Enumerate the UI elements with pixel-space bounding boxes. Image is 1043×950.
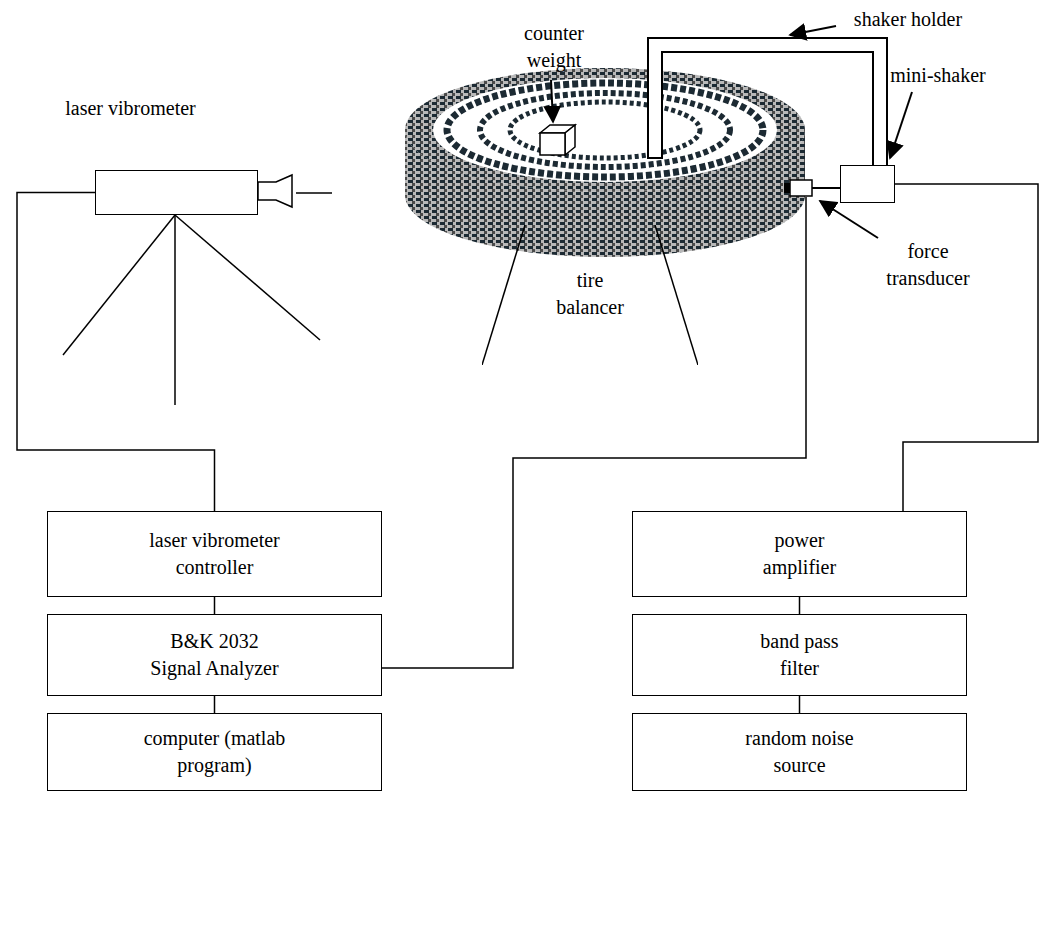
balancer-leg	[482, 225, 525, 365]
leader-arrow	[790, 26, 836, 35]
box-label: B&K 2032 Signal Analyzer	[146, 628, 284, 682]
signal-cable	[17, 193, 215, 512]
tire-balancer: tire balancer	[482, 225, 698, 365]
shaker-holder	[648, 38, 887, 166]
instrument-box: band pass filter	[632, 614, 967, 696]
part-callout: counter weight	[512, 20, 596, 74]
counter-weight	[565, 125, 575, 155]
leader-arrow	[890, 92, 912, 158]
balancer-outline	[482, 225, 698, 365]
vibrometer-lens	[258, 175, 292, 207]
tire-ring	[510, 102, 700, 158]
signal-cable	[895, 184, 1038, 511]
part-label: mini-shaker	[883, 62, 993, 89]
vibrometer-head: laser vibrometer	[95, 170, 258, 215]
box-label: laser vibrometer controller	[140, 527, 290, 581]
box-label: random noise source	[740, 725, 860, 779]
instrument-box: computer (matlab program)	[47, 713, 382, 791]
tripod-leg	[63, 215, 175, 355]
tripod-leg	[175, 215, 320, 340]
balancer-leg	[655, 225, 698, 365]
box-label: computer (matlab program)	[135, 725, 295, 779]
signal-cable	[799, 696, 801, 713]
part-callout: force transducer	[880, 238, 976, 292]
label-anchor: force transducer	[880, 238, 976, 292]
box-label: power amplifier	[750, 527, 850, 581]
signal-cable	[214, 597, 216, 614]
leader-arrow	[820, 201, 878, 238]
force-transducer-tip	[784, 183, 790, 193]
part-callout: shaker holder	[838, 6, 978, 33]
mini-shaker: mini-shaker	[840, 165, 895, 203]
label-anchor: counter weight	[512, 20, 596, 74]
signal-cable	[799, 597, 801, 614]
laser-beam	[296, 192, 332, 194]
box-label: band pass filter	[750, 628, 850, 682]
tripod-leg	[174, 215, 176, 405]
part-label: tire balancer	[545, 267, 635, 321]
label-anchor: shaker holder	[838, 6, 978, 33]
signal-cable	[214, 696, 216, 713]
stinger	[812, 187, 840, 189]
tire-ring	[480, 93, 730, 167]
tire-top	[405, 68, 805, 192]
instrument-box: power amplifier	[632, 511, 967, 597]
instrument-box: random noise source	[632, 713, 967, 791]
tire-ring-gap	[433, 78, 777, 182]
tire-ring	[447, 83, 763, 177]
leader-arrow	[551, 80, 553, 122]
signal-cable	[382, 197, 806, 668]
instrument-box: laser vibrometer controller	[47, 511, 382, 597]
counter-weight	[540, 133, 565, 155]
part-label: laser vibrometer	[43, 95, 218, 122]
force-transducer	[790, 180, 812, 196]
instrument-box: B&K 2032 Signal Analyzer	[47, 614, 382, 696]
